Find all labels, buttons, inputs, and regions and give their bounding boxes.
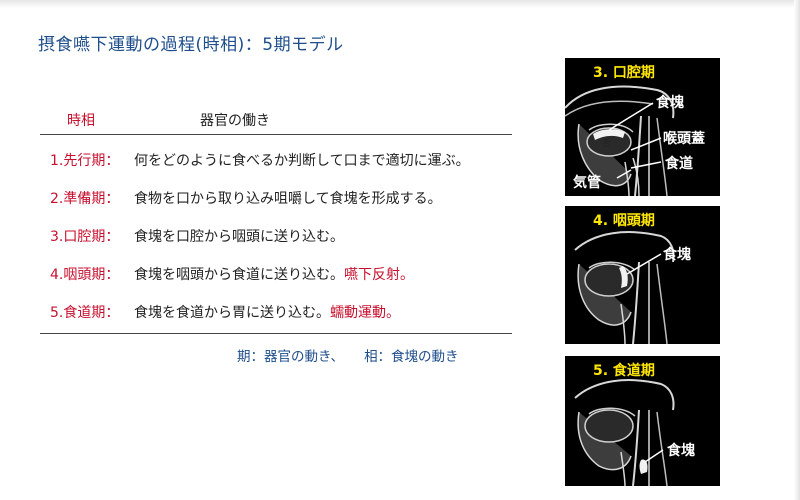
top-frame — [0, 0, 800, 8]
legend-ki: 期：器官の動き、 — [237, 349, 345, 365]
label-bolus: 食塊 — [656, 95, 684, 111]
phase-label: 2.準備期： — [50, 191, 120, 207]
table-row: 2.準備期： 食物を口から取り込み咀嚼して食塊を形成する。 — [40, 188, 520, 212]
label-tongue: 舌 — [602, 139, 612, 149]
table-header: 時相 器官の働き — [40, 108, 512, 135]
label-bolus: 食塊 — [663, 247, 691, 263]
legend: 期：器官の動き、 相：食塊の動き — [237, 345, 459, 365]
panel-title: 3. 口腔期 — [593, 65, 655, 81]
phase-label: 5.食道期： — [50, 305, 120, 321]
phase-description: 何をどのように食べるか判断して口まで適切に運ぶ。 — [134, 150, 470, 170]
phase-note: 蠕動運動。 — [330, 305, 400, 321]
description-text: 何をどのように食べるか判断して口まで適切に運ぶ。 — [134, 153, 470, 169]
phase-description: 食物を口から取り込み咀嚼して食塊を形成する。 — [134, 188, 442, 208]
label-trachea: 気管 — [573, 175, 601, 191]
table-row: 1.先行期： 何をどのように食べるか判断して口まで適切に運ぶ。 — [40, 150, 520, 174]
phase-label: 4.咽頭期： — [50, 267, 120, 283]
right-frame — [794, 0, 800, 500]
phase-label: 3.口腔期： — [50, 229, 120, 245]
pharyngeal-phase-diagram: 4. 咽頭期 食塊 — [565, 206, 720, 344]
table-row: 3.口腔期： 食塊を口腔から咽頭に送り込む。 — [40, 226, 520, 250]
esophageal-phase-illustration — [574, 379, 675, 486]
table-row: 5.食道期： 食塊を食道から胃に送り込む。蠕動運動。 — [40, 302, 520, 326]
header-organ-function: 器官の働き — [200, 113, 270, 129]
table-row: 4.咽頭期： 食塊を咽頭から食道に送り込む。嚥下反射。 — [40, 264, 520, 288]
phase-note: 嚥下反射。 — [344, 267, 414, 283]
phase-label: 1.先行期： — [50, 153, 120, 169]
label-epiglottis: 喉頭蓋 — [663, 131, 705, 147]
panel-title: 5. 食道期 — [593, 363, 655, 379]
header-phase: 時相 — [67, 113, 95, 129]
phase-description: 食塊を口腔から咽頭に送り込む。 — [134, 226, 344, 246]
esophageal-phase-diagram: 5. 食道期 食塊 — [565, 356, 720, 486]
description-text: 食塊を食道から胃に送り込む。 — [134, 305, 330, 321]
phase-description: 食塊を食道から胃に送り込む。蠕動運動。 — [134, 302, 400, 322]
phase-description: 食塊を咽頭から食道に送り込む。嚥下反射。 — [134, 264, 414, 284]
description-text: 食塊を咽頭から食道に送り込む。 — [134, 267, 344, 283]
legend-so: 相：食塊の動き — [364, 349, 459, 365]
label-bolus: 食塊 — [667, 443, 695, 459]
label-esophagus: 食道 — [665, 156, 693, 172]
oral-phase-diagram: 3. 口腔期 食塊 喉頭蓋 食道 気管 舌 — [565, 58, 720, 196]
page-title: 摂食嚥下運動の過程(時相)：5期モデル — [38, 35, 344, 55]
description-text: 食物を口から取り込み咀嚼して食塊を形成する。 — [134, 191, 442, 207]
description-text: 食塊を口腔から咽頭に送り込む。 — [134, 229, 344, 245]
pharyngeal-phase-illustration — [574, 231, 675, 344]
oral-phase-illustration — [565, 85, 675, 196]
table-bottom-rule — [40, 333, 512, 334]
panel-title: 4. 咽頭期 — [593, 213, 655, 229]
